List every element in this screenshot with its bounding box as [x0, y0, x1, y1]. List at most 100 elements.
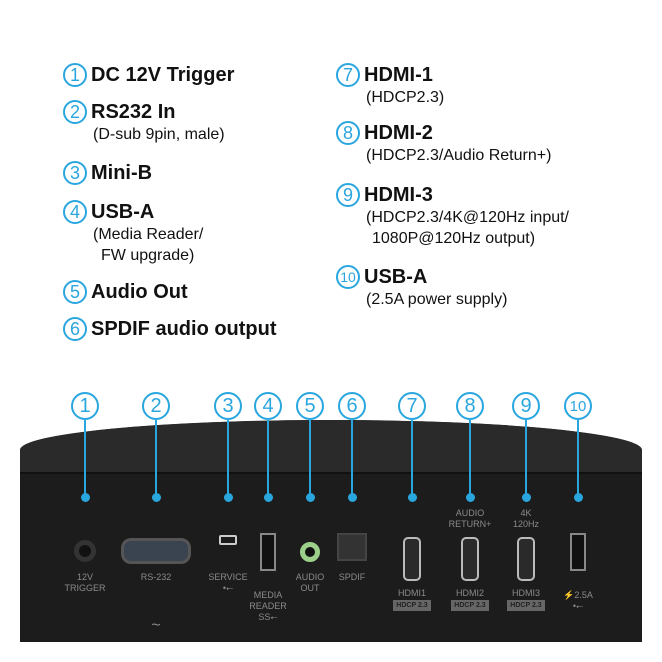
- legend-text: Audio Out: [91, 280, 188, 304]
- callout-dot: [407, 493, 417, 502]
- legend-text: HDMI-2(HDCP2.3/Audio Return+): [364, 121, 551, 166]
- label-line: TRIGGER: [64, 583, 106, 593]
- port-8-connector: [461, 537, 479, 581]
- port-number-badge: 6: [338, 392, 366, 420]
- legend-subtitle: (D-sub 9pin, male): [93, 126, 225, 143]
- legend-text: SPDIF audio output: [91, 317, 277, 341]
- legend-text: RS232 In (D-sub 9pin, male): [91, 100, 225, 145]
- label-line: HDMI1: [397, 588, 426, 598]
- port-label: SPDIF: [317, 572, 387, 583]
- legend-text: HDMI-1 (HDCP2.3): [364, 63, 444, 108]
- port-10-connector: [570, 533, 586, 571]
- port-number-badge: 1: [71, 392, 99, 420]
- hdcp-badge: HDCP 2.3: [393, 600, 431, 611]
- label-line: SPDIF: [338, 572, 366, 582]
- number-badge: 2: [63, 100, 87, 124]
- callout-dot: [305, 493, 315, 502]
- label-line: 12V: [76, 572, 93, 582]
- legend-title: HDMI-3: [364, 184, 433, 206]
- port-1-connector: [74, 540, 96, 562]
- callout-line: [155, 420, 157, 497]
- legend-subtitle: (HDCP2.3): [366, 89, 445, 106]
- legend-title: HDMI-1: [364, 64, 433, 86]
- label-line: MEDIA: [253, 590, 283, 600]
- legend-text: USB-A (2.5A power supply): [364, 265, 507, 310]
- callout-dot: [151, 493, 161, 502]
- label-line: RETURN+: [448, 519, 492, 529]
- label-line: ⚡2.5A: [563, 590, 593, 600]
- legend-subtitle: (2.5A power supply): [366, 291, 508, 308]
- callout-dot: [521, 493, 531, 502]
- port-label: SERVICE•⭠: [193, 572, 263, 594]
- label-line: AUDIO: [455, 508, 485, 518]
- port-2-connector: [121, 538, 191, 564]
- number-badge: 9: [336, 183, 360, 207]
- callout-line: [227, 420, 229, 497]
- legend-subtitle: FW upgrade): [101, 247, 195, 264]
- callout-line: [84, 420, 86, 497]
- label-line: 4K: [520, 508, 532, 518]
- number-badge: 1: [63, 63, 87, 87]
- number-badge: 3: [63, 161, 87, 185]
- label-line: AUDIO: [295, 572, 325, 582]
- label-line: OUT: [300, 583, 320, 593]
- superspeed-usb-icon: SS⭠: [258, 612, 278, 622]
- port-number-badge: 3: [214, 392, 242, 420]
- legend-subtitle: 1080P@120Hz output): [372, 230, 536, 247]
- hdcp-badge: HDCP 2.3: [451, 600, 489, 611]
- callout-line: [411, 420, 413, 497]
- number-badge: 6: [63, 317, 87, 341]
- port-label: RS-232: [121, 572, 191, 583]
- port-number-badge: 7: [398, 392, 426, 420]
- legend-title: HDMI-2: [364, 122, 433, 144]
- callout-line: [309, 420, 311, 497]
- legend-title: Audio Out: [91, 281, 188, 303]
- usb-icon: •⭠: [222, 583, 234, 593]
- port-3-connector: [219, 535, 237, 545]
- hdcp-badge: HDCP 2.3: [507, 600, 545, 611]
- panel-top-edge: [20, 420, 642, 474]
- legend-title: RS232 In: [91, 101, 176, 123]
- legend-subtitle: (HDCP2.3/4K@120Hz input/: [366, 209, 569, 226]
- callout-line: [351, 420, 353, 497]
- port-7-connector: [403, 537, 421, 581]
- port-number-badge: 5: [296, 392, 324, 420]
- label-line: RS-232: [140, 572, 172, 582]
- callout-dot: [80, 493, 90, 502]
- port-number-badge: 9: [512, 392, 540, 420]
- number-badge: 10: [336, 265, 360, 289]
- legend-title: SPDIF audio output: [91, 318, 277, 340]
- port-9-connector: [517, 537, 535, 581]
- legend-text: DC 12V Trigger: [91, 63, 234, 87]
- label-line: HDMI2: [455, 588, 484, 598]
- number-badge: 5: [63, 280, 87, 304]
- callout-dot: [465, 493, 475, 502]
- label-line: SERVICE: [208, 572, 248, 582]
- port-number-badge: 8: [456, 392, 484, 420]
- ac-symbol: ~: [151, 617, 161, 634]
- port-5-connector: [300, 542, 320, 562]
- label-line: 120Hz: [512, 519, 539, 529]
- legend-subtitle: (Media Reader/: [93, 226, 204, 243]
- callout-dot: [263, 493, 273, 502]
- callout-line: [267, 420, 269, 497]
- callout-line: [525, 420, 527, 497]
- legend-title: USB-A: [364, 266, 428, 288]
- callout-line: [577, 420, 579, 497]
- legend-text: USB-A (Media Reader/FW upgrade): [91, 200, 203, 266]
- number-badge: 7: [336, 63, 360, 87]
- legend-title: USB-A: [91, 201, 155, 223]
- legend-text: Mini-B: [91, 161, 152, 185]
- callout-dot: [347, 493, 357, 502]
